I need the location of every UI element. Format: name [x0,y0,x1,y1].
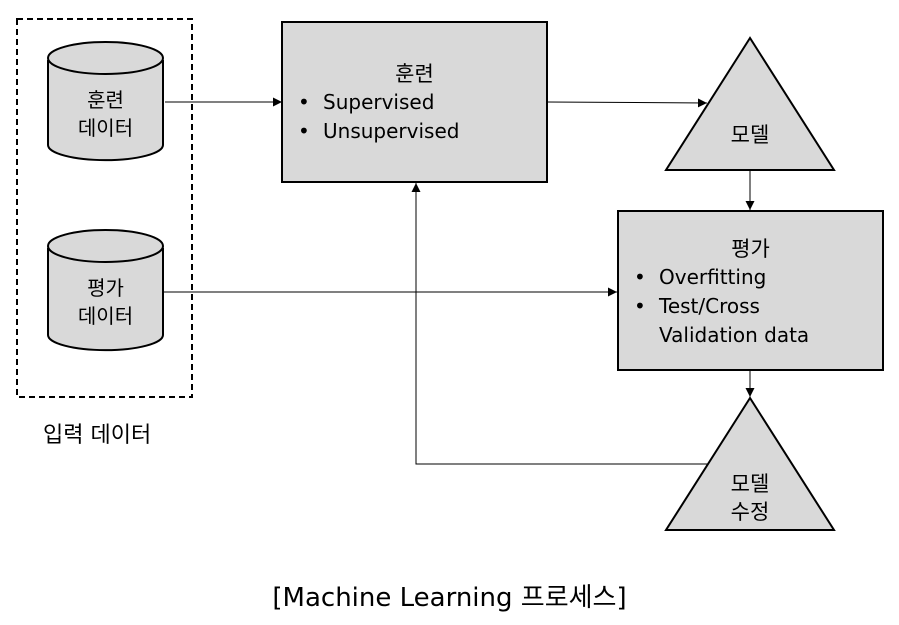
train-box-title: 훈련 [395,62,434,86]
model-triangle [664,36,836,171]
eval-data-cylinder [47,229,164,352]
eval-bullet-validation-data: Validation data [659,323,810,347]
train-bullet-supervised: Supervised [296,88,459,117]
model-revise-label-line2: 수정 [730,500,770,524]
eval-bullet-test-cross: Test/Cross [632,292,809,321]
train-bullet-unsupervised: Unsupervised [296,117,459,146]
figure-caption: [Machine Learning 프로세스] [272,583,627,613]
model-revise-label: 모델 수정 [690,470,810,526]
train-data-label-line2: 데이터 [77,116,134,140]
arrow-train-to-model [546,98,708,108]
arrow-revise-to-train [411,183,708,465]
train-box-bullets: Supervised Unsupervised [296,88,459,146]
eval-data-label-line1: 평가 [87,276,124,300]
eval-box-bullets: Overfitting Test/Cross Validation data [632,263,809,350]
input-data-caption: 입력 데이터 [43,423,152,448]
model-revise-label-line1: 모델 [730,472,770,496]
train-data-label: 훈련 데이터 [48,86,163,142]
train-data-cylinder [47,41,164,162]
train-data-label-line1: 훈련 [87,88,124,112]
eval-data-label-line2: 데이터 [77,304,134,328]
input-data-group [16,18,193,398]
model-label: 모델 [730,123,770,147]
eval-box-title: 평가 [731,237,770,261]
eval-data-label: 평가 데이터 [48,274,163,330]
eval-bullet-overfitting: Overfitting [632,263,809,292]
